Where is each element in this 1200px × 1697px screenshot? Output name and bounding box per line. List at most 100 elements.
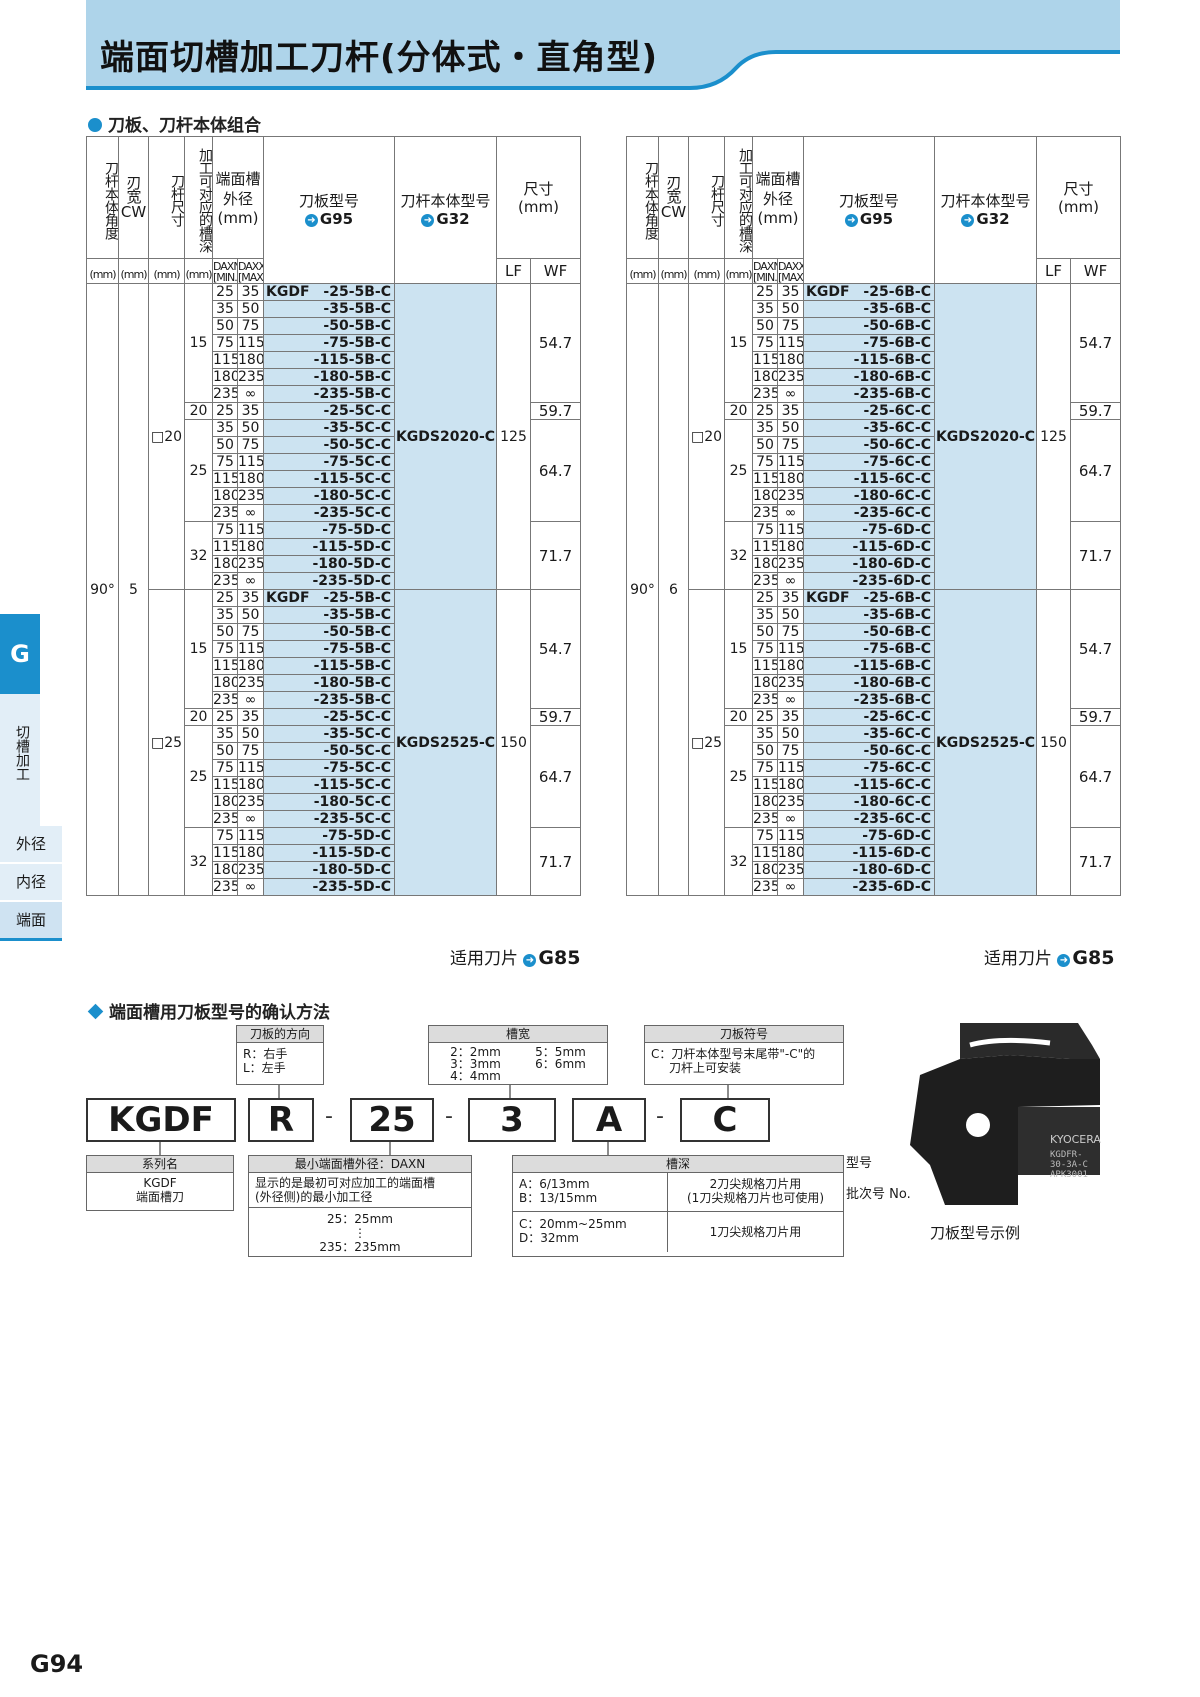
- blade-part-cell[interactable]: -75-6C-C: [803, 453, 936, 471]
- tab-inner[interactable]: 内径: [0, 864, 62, 902]
- blade-suffix: -75-6B-C: [863, 641, 932, 657]
- blade-part-cell[interactable]: -75-6D-C: [803, 827, 936, 845]
- daxx-cell: 50: [236, 300, 265, 318]
- link-g95[interactable]: ➜G95: [805, 210, 934, 228]
- blade-part-cell[interactable]: -235-5B-C: [263, 691, 396, 709]
- blade-part-cell[interactable]: -75-6C-C: [803, 759, 936, 777]
- blade-part-cell[interactable]: -115-6B-C: [803, 351, 936, 369]
- blade-part-cell[interactable]: -115-6C-C: [803, 776, 936, 794]
- blade-suffix: -235-6B-C: [853, 692, 932, 708]
- blade-part-cell[interactable]: -235-5C-C: [263, 504, 396, 522]
- applicable-insert-right[interactable]: 适用刀片 ➜G85: [984, 947, 1115, 969]
- link-g95[interactable]: ➜G95: [265, 210, 394, 228]
- blade-part-cell[interactable]: -35-6B-C: [803, 606, 936, 624]
- blade-part-cell[interactable]: -35-5C-C: [263, 725, 396, 743]
- blade-part-cell[interactable]: -235-5C-C: [263, 810, 396, 828]
- blade-suffix: -180-5D-C: [312, 862, 392, 878]
- blade-part-cell[interactable]: -235-6B-C: [803, 385, 936, 403]
- blade-part-cell[interactable]: -180-6B-C: [803, 674, 936, 692]
- holder-cell[interactable]: KGDS2020-C: [934, 283, 1038, 590]
- blade-part-cell[interactable]: -115-6D-C: [803, 538, 936, 556]
- blade-part-cell[interactable]: -180-5B-C: [263, 368, 396, 386]
- blade-part-cell[interactable]: -35-6B-C: [803, 300, 936, 318]
- link-g32[interactable]: ➜G32: [396, 210, 496, 228]
- blade-part-cell[interactable]: -180-5D-C: [263, 861, 396, 879]
- daxn-cell: 50: [752, 317, 778, 335]
- daxn-cell: 115: [212, 351, 238, 369]
- blade-part-cell[interactable]: -75-6B-C: [803, 640, 936, 658]
- blade-part-cell[interactable]: -235-6D-C: [803, 878, 936, 896]
- blade-suffix: -180-5B-C: [313, 369, 392, 385]
- blade-part-cell[interactable]: -115-6B-C: [803, 657, 936, 675]
- applicable-insert-left[interactable]: 适用刀片 ➜G85: [450, 947, 581, 969]
- blade-part-cell[interactable]: -50-5B-C: [263, 317, 396, 335]
- blade-part-cell[interactable]: -180-5C-C: [263, 487, 396, 505]
- blade-part-cell[interactable]: -180-6D-C: [803, 555, 936, 573]
- blade-part-cell[interactable]: -50-6B-C: [803, 317, 936, 335]
- blade-part-cell[interactable]: -25-6C-C: [803, 402, 936, 420]
- blade-suffix: -75-5B-C: [323, 335, 392, 351]
- blade-part-cell[interactable]: -180-5C-C: [263, 793, 396, 811]
- blade-part-cell[interactable]: KGDF-25-6B-C: [803, 589, 936, 607]
- blade-part-cell[interactable]: -35-6C-C: [803, 419, 936, 437]
- daxn-cell: 75: [212, 759, 238, 777]
- blade-part-cell[interactable]: -75-6B-C: [803, 334, 936, 352]
- blade-suffix: -115-5C-C: [313, 471, 392, 487]
- blade-part-cell[interactable]: -235-6D-C: [803, 572, 936, 590]
- blade-part-cell[interactable]: KGDF-25-5B-C: [263, 589, 396, 607]
- daxn-cell: 25: [752, 283, 778, 301]
- holder-cell[interactable]: KGDS2525-C: [394, 589, 498, 896]
- blade-part-cell[interactable]: -35-5B-C: [263, 300, 396, 318]
- blade-part-cell[interactable]: -180-6D-C: [803, 861, 936, 879]
- blade-part-cell[interactable]: -235-5D-C: [263, 878, 396, 896]
- blade-part-cell[interactable]: KGDF-25-6B-C: [803, 283, 936, 301]
- blade-part-cell[interactable]: KGDF-25-5B-C: [263, 283, 396, 301]
- blade-part-cell[interactable]: -75-5B-C: [263, 640, 396, 658]
- blade-suffix: -25-5B-C: [323, 284, 392, 300]
- blade-part-cell[interactable]: -35-5B-C: [263, 606, 396, 624]
- blade-part-cell[interactable]: -115-5B-C: [263, 351, 396, 369]
- blade-part-cell[interactable]: -50-5C-C: [263, 742, 396, 760]
- blade-part-cell[interactable]: -75-5C-C: [263, 759, 396, 777]
- blade-part-cell[interactable]: -115-5D-C: [263, 538, 396, 556]
- tab-outer[interactable]: 外径: [0, 826, 62, 864]
- link-g32[interactable]: ➜G32: [936, 210, 1036, 228]
- blade-suffix: -75-6C-C: [863, 760, 932, 776]
- daxn-cell: 25: [752, 589, 778, 607]
- blade-part-cell[interactable]: -35-6C-C: [803, 725, 936, 743]
- blade-part-cell[interactable]: -235-5D-C: [263, 572, 396, 590]
- daxn-cell: 235: [212, 878, 238, 896]
- tab-face[interactable]: 端面: [0, 902, 62, 941]
- daxx-cell: 50: [236, 606, 265, 624]
- blade-part-cell[interactable]: -235-6B-C: [803, 691, 936, 709]
- blade-suffix: -25-5C-C: [323, 709, 392, 725]
- blade-part-cell[interactable]: -25-6C-C: [803, 708, 936, 726]
- blade-part-cell[interactable]: -50-5B-C: [263, 623, 396, 641]
- blade-part-cell[interactable]: -115-5C-C: [263, 776, 396, 794]
- blade-part-cell[interactable]: -50-6C-C: [803, 742, 936, 760]
- header-daxn: DAXN[MIN.]: [212, 258, 238, 284]
- blade-part-cell[interactable]: -235-6C-C: [803, 504, 936, 522]
- chapter-tab-g[interactable]: G: [0, 614, 40, 694]
- holder-cell[interactable]: KGDS2525-C: [934, 589, 1038, 896]
- holder-series: KGDS: [395, 734, 440, 751]
- daxx-cell: 115: [236, 334, 265, 352]
- blade-brand: KYOCERA: [1050, 1133, 1101, 1146]
- blade-suffix: -35-6C-C: [863, 420, 932, 436]
- blade-suffix: -35-5C-C: [323, 420, 392, 436]
- blade-image: KYOCERA KGDFR- 30-3A-C APK3001: [910, 1023, 1101, 1205]
- blade-part-cell[interactable]: -50-6B-C: [803, 623, 936, 641]
- daxn-cell: 35: [212, 300, 238, 318]
- holder-cell[interactable]: KGDS2020-C: [394, 283, 498, 590]
- blade-part-cell[interactable]: -75-5D-C: [263, 827, 396, 845]
- depth-cell: 20: [724, 708, 753, 726]
- chapter-tab-grooving[interactable]: [0, 694, 40, 826]
- blade-suffix: -115-6C-C: [853, 471, 932, 487]
- blade-part-cell[interactable]: -180-6C-C: [803, 487, 936, 505]
- blade-part-cell[interactable]: -50-6C-C: [803, 436, 936, 454]
- blade-part-cell[interactable]: -25-5C-C: [263, 402, 396, 420]
